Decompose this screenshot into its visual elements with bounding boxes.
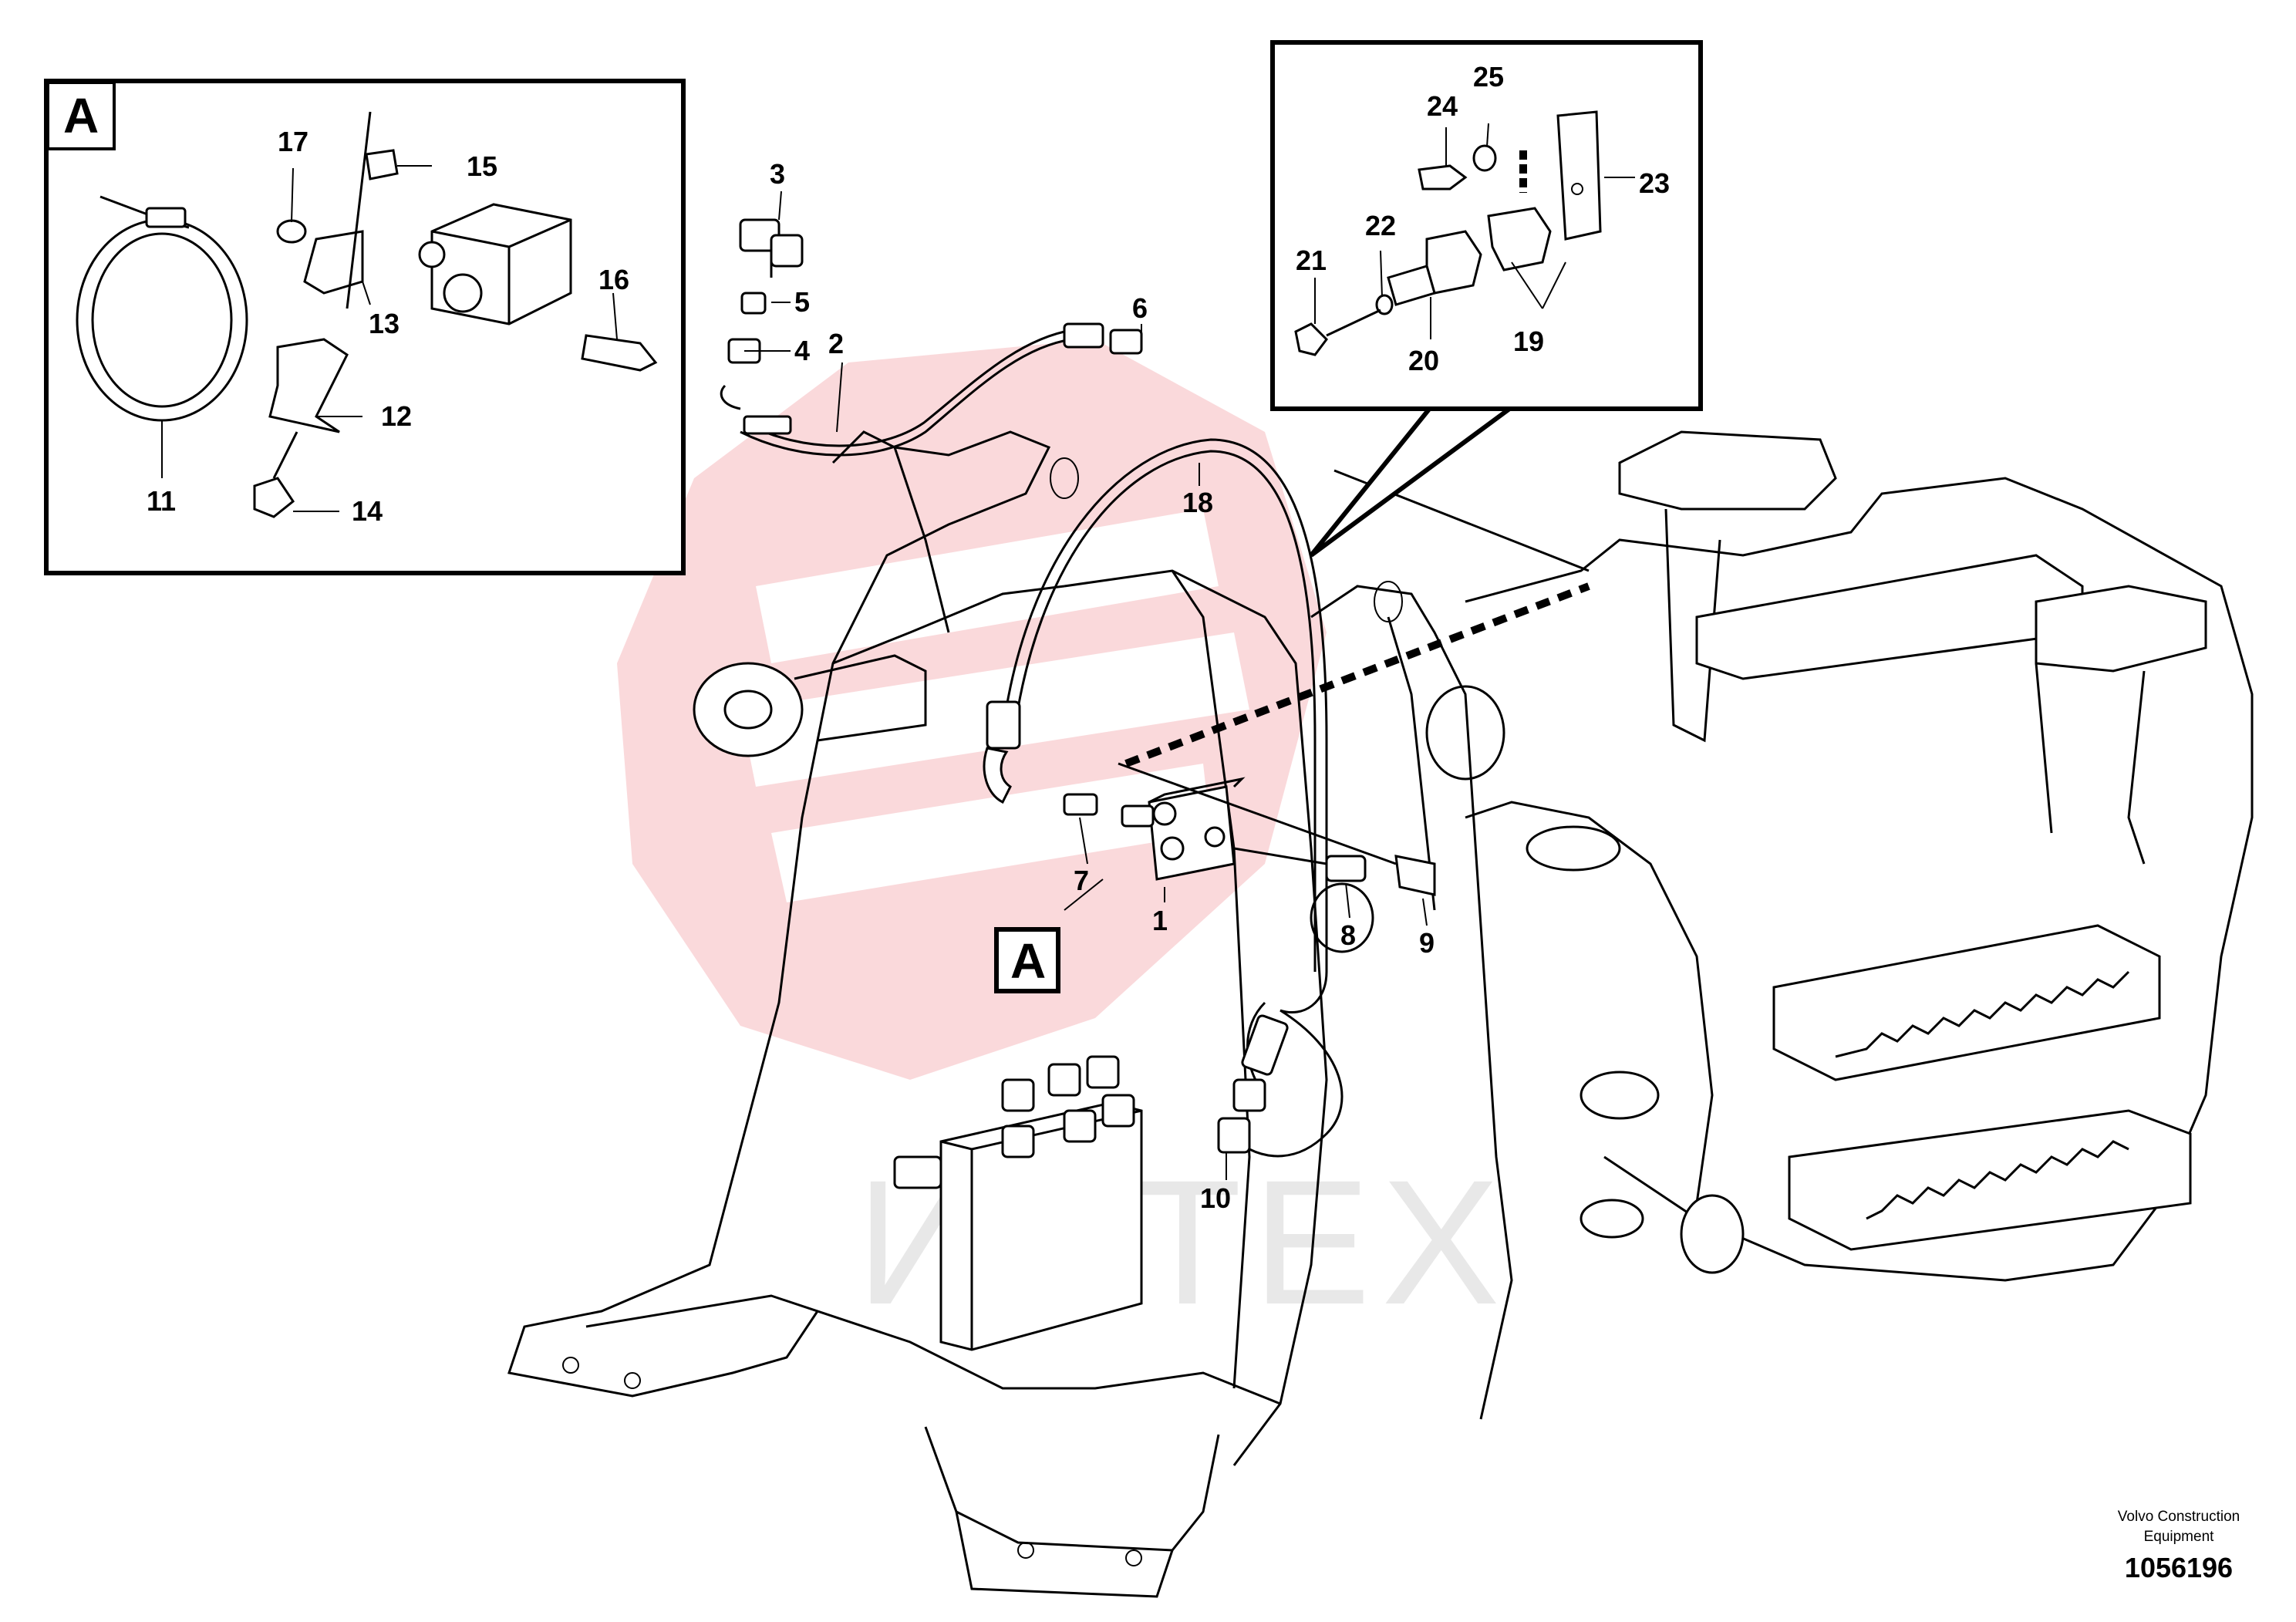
callout-23: 23	[1639, 167, 1670, 199]
hose-2	[740, 322, 1143, 457]
fitting-9	[1118, 762, 1436, 896]
callout-2: 2	[828, 328, 844, 359]
main-callouts: 3 5 4 2 6 18 7 1 8 9 10	[770, 158, 1435, 1214]
callout-12: 12	[381, 400, 412, 432]
footer-credit: Volvo Construction Equipment 1056196	[2118, 1509, 2240, 1583]
callout-5: 5	[794, 286, 810, 318]
control-valve	[893, 1055, 1143, 1351]
callout-16: 16	[598, 264, 629, 295]
credit-line-1: Volvo Construction	[2118, 1509, 2240, 1525]
inset-a-panel: A 17 15 16 13	[44, 79, 686, 575]
hose-10	[1217, 1001, 1344, 1158]
fitting-7	[1063, 793, 1098, 816]
callout-10: 10	[1200, 1182, 1231, 1214]
callout-24: 24	[1427, 90, 1458, 122]
callout-19: 19	[1513, 325, 1544, 357]
fitting-8	[1233, 847, 1367, 882]
callout-14: 14	[352, 495, 383, 527]
svg-text:A: A	[63, 88, 99, 143]
callout-11: 11	[147, 485, 176, 517]
callout-22: 22	[1365, 210, 1396, 241]
document-number: 1056196	[2125, 1552, 2233, 1583]
svg-text:A: A	[1010, 933, 1046, 989]
manifold-1	[1121, 777, 1246, 881]
callout-15: 15	[467, 150, 497, 182]
callout-7: 7	[1074, 865, 1089, 896]
callout-4: 4	[794, 335, 810, 366]
hose-18	[983, 438, 1328, 1014]
credit-line-2: Equipment	[2144, 1529, 2215, 1545]
callout-6: 6	[1132, 292, 1148, 324]
callout-18: 18	[1182, 487, 1213, 518]
watermark-logo	[617, 339, 1327, 1080]
callout-17: 17	[278, 126, 308, 157]
callout-25: 25	[1473, 61, 1504, 93]
loader-frame	[507, 430, 2254, 1598]
callout-3: 3	[770, 158, 785, 190]
inset-b-panel: 24 25 23 22 21 20 19	[1270, 40, 1703, 558]
fitting-5	[740, 292, 767, 315]
fitting-3	[739, 218, 804, 278]
callout-20: 20	[1408, 345, 1439, 376]
fitting-4	[720, 338, 761, 410]
callout-13: 13	[369, 308, 400, 339]
callout-21: 21	[1296, 244, 1327, 276]
callout-1: 1	[1152, 905, 1168, 936]
callout-9: 9	[1419, 927, 1435, 959]
callout-8: 8	[1340, 919, 1356, 951]
leader-lines	[744, 191, 1428, 1180]
detail-marker-a: A	[994, 927, 1060, 993]
